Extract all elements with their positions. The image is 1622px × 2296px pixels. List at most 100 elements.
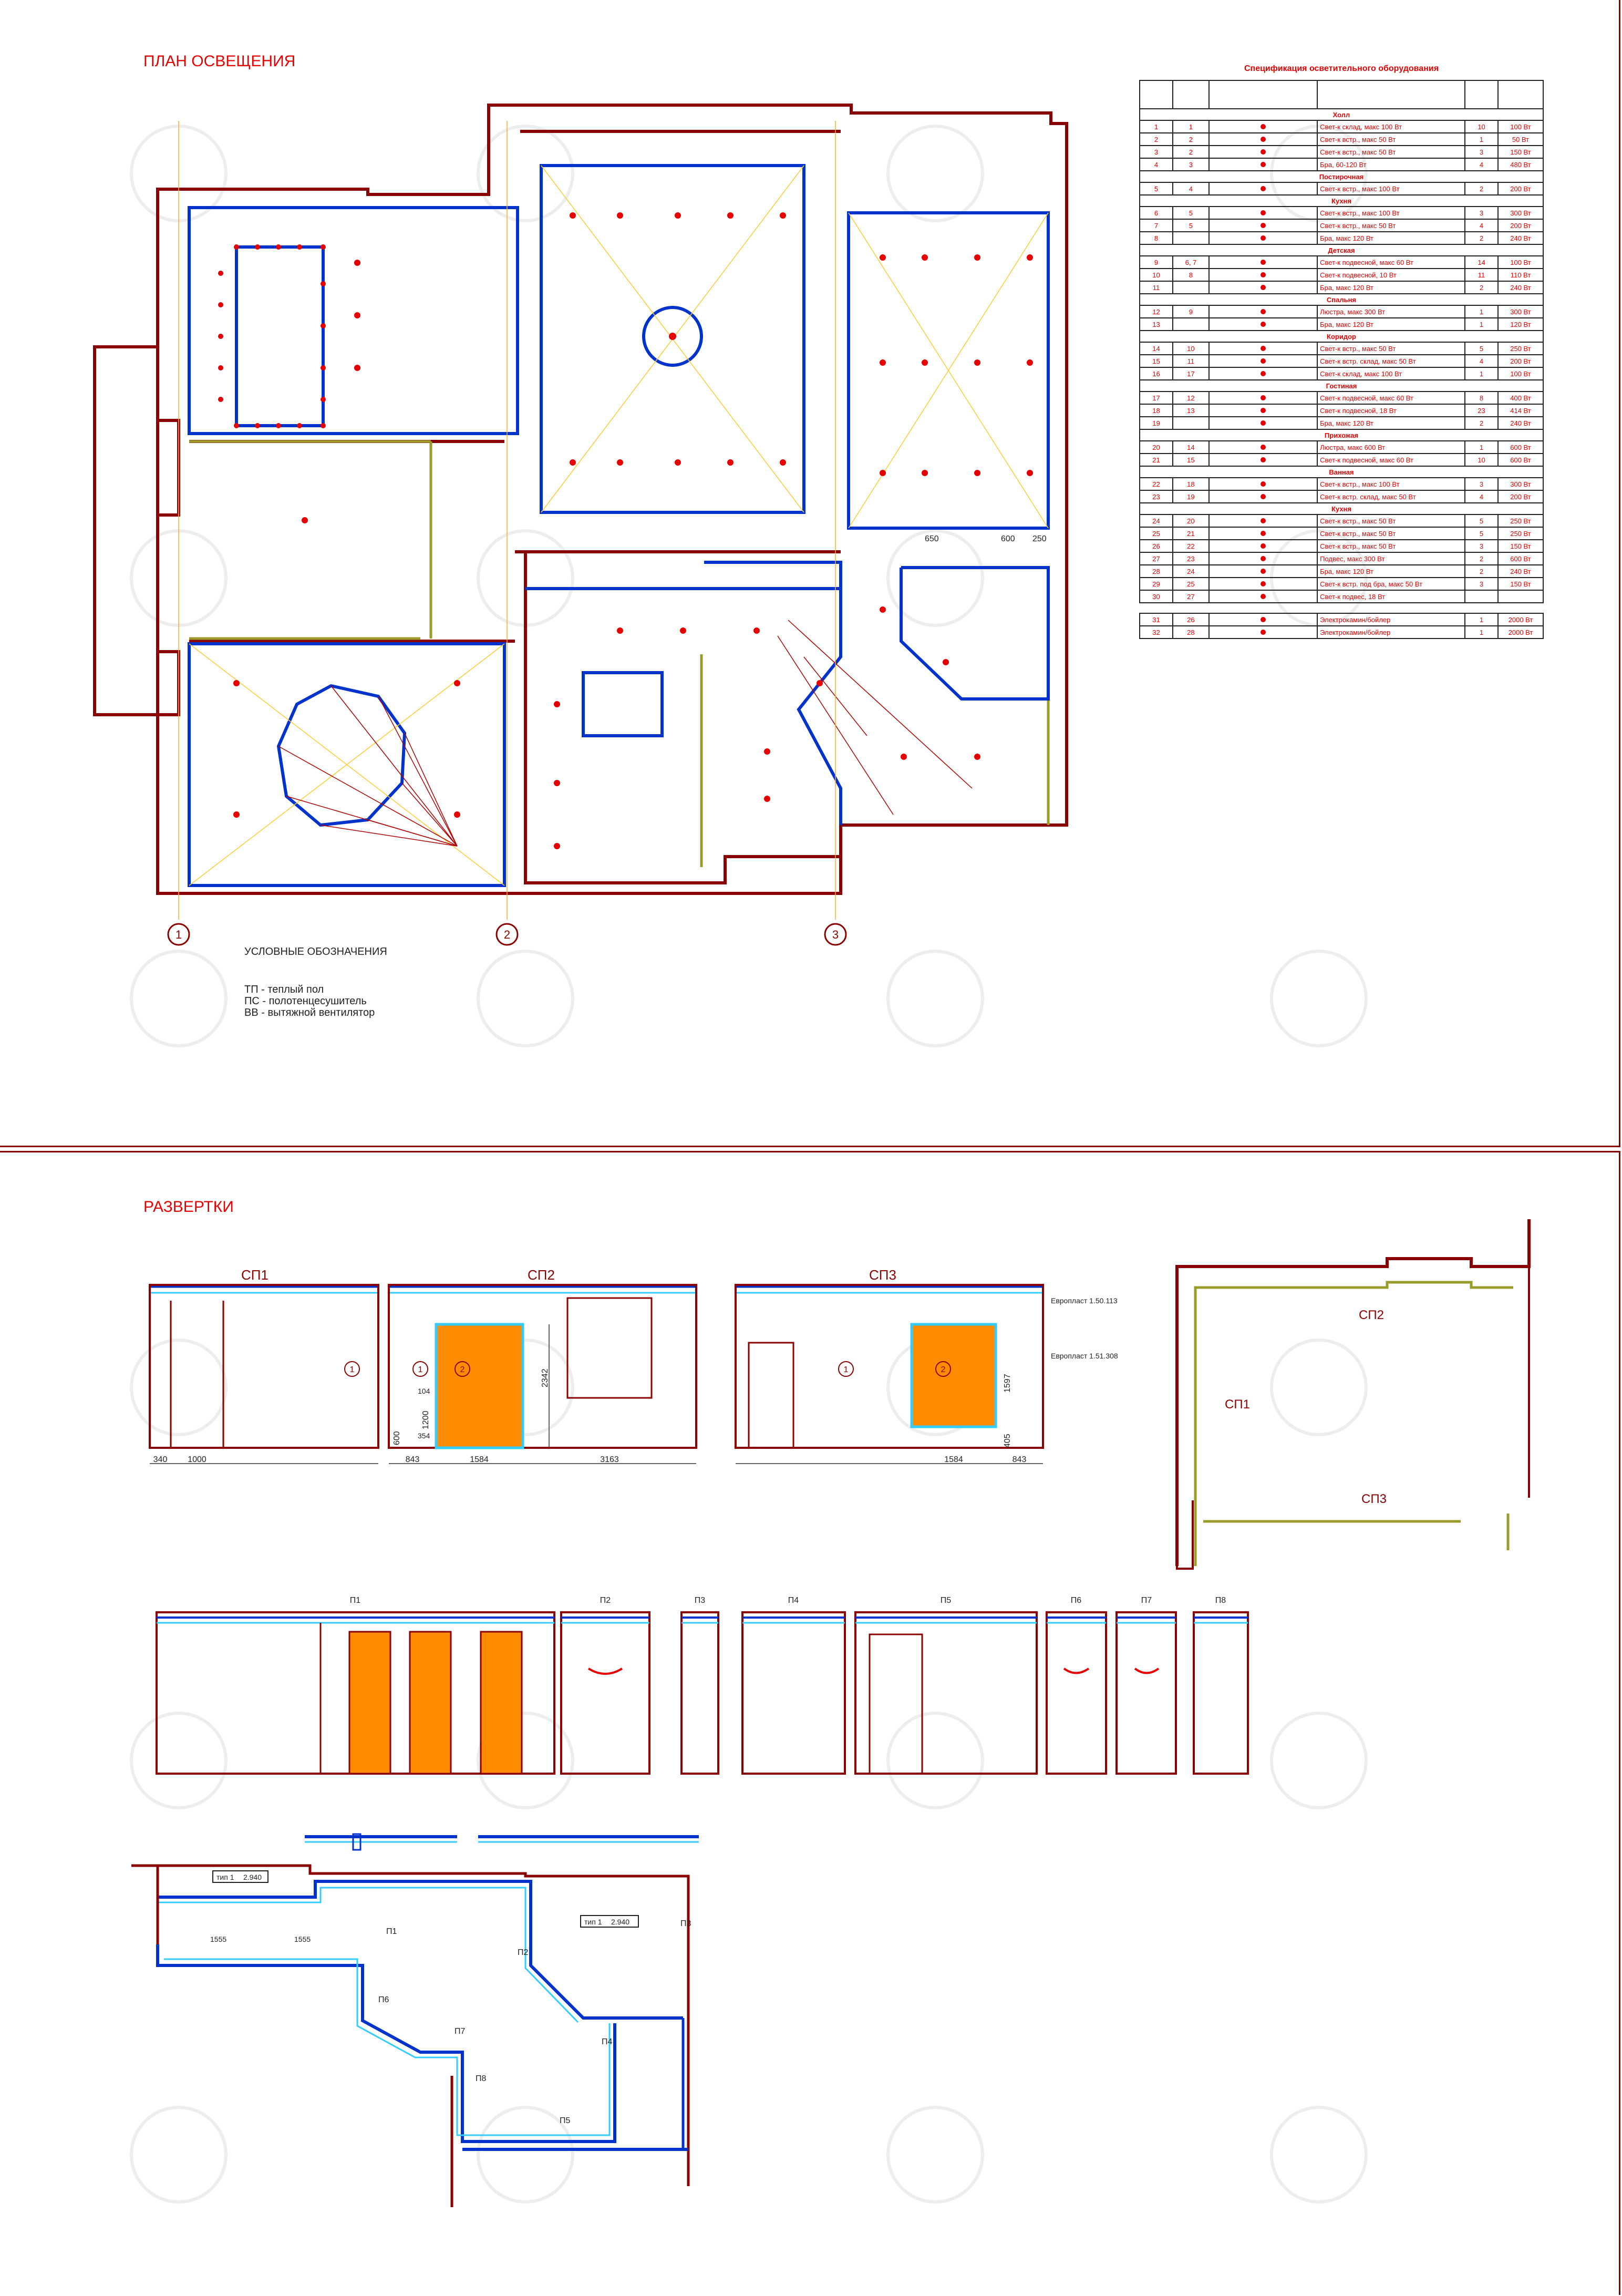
spec-section-row: Коридор (1139, 330, 1544, 343)
spec-cell-symbol (1208, 305, 1318, 318)
spec-cell-name: Свет-к встр., макс 50 Вт (1317, 145, 1465, 159)
spec-cell-symbol (1208, 453, 1318, 467)
spec-section-row: Спальня (1139, 293, 1544, 306)
spec-cell-plan-no: 5 (1172, 206, 1210, 220)
spec-cell-plan-no: 25 (1172, 577, 1210, 591)
spec-cell-name: Бра, макс 120 Вт (1317, 231, 1465, 245)
spec-section-label: Кухня (1139, 502, 1544, 515)
light-fixture-icon (1260, 186, 1266, 191)
bottom-plan-p6: П6 (378, 1995, 389, 2004)
spec-cell-symbol (1208, 391, 1318, 405)
spec-cell-no: 19 (1139, 416, 1174, 430)
sp1-title: СП1 (241, 1267, 268, 1283)
spec-cell-plan-no: 15 (1172, 453, 1210, 467)
light-fixture-icon (1260, 543, 1266, 549)
spec-cell-no: 24 (1139, 514, 1174, 528)
spec-cell-name: Бра, 60-120 Вт (1317, 158, 1465, 171)
panel-label-p5: П5 (941, 1596, 952, 1605)
spec-cell-name: Свет-к подвесной, макс 60 Вт (1317, 255, 1465, 269)
spec-cell-power: 200 Вт (1497, 219, 1544, 232)
spec-cell-qty: 5 (1464, 527, 1499, 540)
bottom-plan-tag-box-1 (212, 1870, 268, 1883)
spec-cell-plan-no: 11 (1172, 354, 1210, 368)
light-fixture-icon (1260, 358, 1266, 364)
light-fixture-icon (1260, 493, 1266, 499)
bottom-plan-p4: П4 (602, 2037, 613, 2046)
spec-header-row (1139, 80, 1544, 109)
spec-cell-plan-no: 14 (1172, 440, 1210, 454)
spec-cell-name: Свет-к подвес, 18 Вт (1317, 590, 1465, 603)
spec-section-row: Детская (1139, 244, 1544, 256)
sp3-title: СП3 (869, 1267, 896, 1283)
sp2-dim-1584: 1584 (470, 1455, 489, 1464)
spec-cell-name: Свет-к встр., макс 50 Вт (1317, 527, 1465, 540)
spec-cell-plan-no (1172, 317, 1210, 331)
spec-cell-power: 600 Вт (1497, 453, 1544, 467)
light-fixture-icon (1260, 210, 1266, 215)
spec-cell-plan-no: 4 (1172, 182, 1210, 195)
sp2-vert-1200: 1200 (421, 1410, 430, 1429)
spec-cell-qty: 10 (1464, 453, 1499, 467)
spec-cell-qty: 1 (1464, 440, 1499, 454)
spec-cell-power: 2000 Вт (1497, 613, 1544, 626)
spec-cell-symbol (1208, 354, 1318, 368)
bottom-plan-p3: П3 (680, 1919, 691, 1928)
sp2-vert-2342: 2342 (541, 1368, 550, 1387)
spec-cell-name: Бра, макс 120 Вт (1317, 416, 1465, 430)
spec-cell-qty: 2 (1464, 564, 1499, 578)
spec-header-cell (1139, 80, 1174, 109)
sp3-dim-1584: 1584 (944, 1455, 963, 1464)
spec-cell-symbol (1208, 182, 1318, 195)
spec-cell-qty: 2 (1464, 182, 1499, 195)
unfoldings-title: РАЗВЕРТКИ (143, 1198, 234, 1216)
key-plan-sp1: СП1 (1225, 1397, 1250, 1412)
spec-section-row: Кухня (1139, 502, 1544, 515)
spec-cell-name: Свет-к встр. склад, макс 50 Вт (1317, 354, 1465, 368)
sp3-circle-1: 1 (844, 1365, 849, 1374)
spec-cell-symbol (1208, 527, 1318, 540)
spec-cell-symbol (1208, 564, 1318, 578)
spec-header-cell (1317, 80, 1465, 109)
light-fixture-icon (1260, 222, 1266, 228)
spec-cell-no: 25 (1139, 527, 1174, 540)
spec-cell-no: 17 (1139, 391, 1174, 405)
bottom-plan-p7: П7 (454, 2027, 466, 2036)
spec-section-label (1140, 602, 1543, 614)
sp2-small-354: 354 (418, 1432, 430, 1440)
spec-section-label: Кухня (1139, 194, 1544, 207)
spec-section-label: Детская (1139, 244, 1544, 256)
spec-cell-name: Свет-к встр. под бра, макс 50 Вт (1317, 577, 1465, 591)
bottom-plan-tag-2a: тип 1 (584, 1918, 602, 1926)
spec-cell-power: 300 Вт (1497, 477, 1544, 491)
sp1-dim-340: 340 (153, 1455, 168, 1464)
spec-cell-power: 250 Вт (1497, 342, 1544, 355)
spec-cell-power: 200 Вт (1497, 182, 1544, 195)
bottom-plan-dim-2: 1555 (294, 1935, 311, 1943)
panel-label-p8: П8 (1215, 1596, 1226, 1605)
light-fixture-icon (1260, 444, 1266, 450)
spec-cell-power: 110 Вт (1497, 268, 1544, 282)
light-fixture-icon (1260, 518, 1266, 523)
spec-cell-no: 20 (1139, 440, 1174, 454)
spec-cell-symbol (1208, 490, 1318, 503)
spec-cell-name: Свет-к встр., макс 100 Вт (1317, 182, 1465, 195)
spec-cell-name: Люстра, макс 300 Вт (1317, 305, 1465, 318)
light-fixture-icon (1260, 420, 1266, 426)
spec-cell-power: 50 Вт (1497, 132, 1544, 146)
spec-cell-plan-no: 21 (1172, 527, 1210, 540)
spec-cell-no: 6 (1139, 206, 1174, 220)
spec-header-cell (1172, 80, 1210, 109)
bottom-ceiling-plan (131, 1833, 699, 2207)
spec-cell-symbol (1208, 158, 1318, 171)
bottom-plan-p5: П5 (560, 2116, 571, 2125)
spec-cell-power: 250 Вт (1497, 527, 1544, 540)
key-plan-sp2: СП2 (1359, 1308, 1384, 1322)
spec-header-cell (1464, 80, 1499, 109)
spec-cell-symbol (1208, 416, 1318, 430)
